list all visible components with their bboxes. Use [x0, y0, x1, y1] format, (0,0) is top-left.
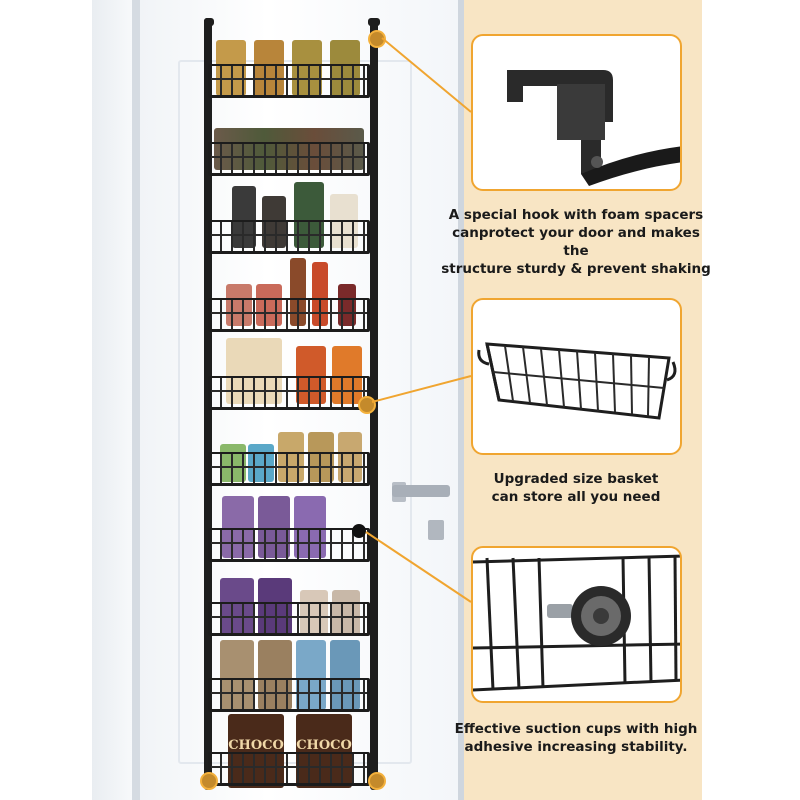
basket-4: [208, 298, 370, 332]
basket-6: [208, 452, 370, 486]
over-door-hook-icon: [507, 70, 680, 186]
caption-hook: A special hook with foam spacers canprot…: [440, 206, 712, 278]
basket-10: [208, 752, 370, 786]
basket-7: [208, 528, 370, 562]
leader-line-basket: [371, 375, 472, 403]
door-lock-icon: [428, 520, 444, 540]
callout-hook-image: [471, 34, 682, 191]
choco-label-right: CHOCO: [296, 738, 352, 753]
wire-basket-icon: [477, 342, 677, 420]
basket-2: [208, 142, 370, 176]
basket-5: [208, 376, 370, 410]
callout-basket-image: [471, 298, 682, 455]
basket-1: [208, 64, 370, 98]
door-edge: [458, 0, 464, 800]
bottom-joint-marker: [368, 772, 386, 790]
caption-hook-line-1: A special hook with foam spacers: [448, 207, 704, 223]
caption-basket-line-2: can store all you need: [491, 489, 661, 505]
caption-suction-line-1: Effective suction cups with high: [454, 721, 698, 737]
basket-3: [208, 220, 370, 254]
door-handle-icon: [392, 485, 450, 497]
caption-hook-line-3: structure sturdy & prevent shaking: [441, 261, 711, 277]
callout-suction-image: [471, 546, 682, 703]
choco-label-left: CHOCO: [228, 738, 284, 753]
basket-9: [208, 678, 370, 712]
leader-line-suction: [365, 531, 472, 603]
hook-joint-marker: [368, 30, 386, 48]
caption-basket-line-1: Upgraded size basket: [493, 471, 659, 487]
right-margin: [702, 0, 800, 800]
caption-suction-line-2: adhesive increasing stability.: [464, 739, 688, 755]
caption-basket: Upgraded size basket can store all you n…: [440, 470, 712, 506]
basket-joint-marker: [358, 396, 376, 414]
bottom-joint-marker: [200, 772, 218, 790]
left-margin: [0, 0, 92, 800]
door-frame: [92, 0, 132, 800]
door-frame-shadow: [132, 0, 140, 800]
hook-right: [368, 18, 380, 26]
caption-hook-line-2: canprotect your door and makes the: [452, 225, 700, 259]
suction-cup-icon: [473, 554, 680, 692]
suction-cup-icon: [352, 524, 366, 538]
caption-suction: Effective suction cups with high adhesiv…: [440, 720, 712, 756]
basket-8: [208, 602, 370, 636]
hook-left: [204, 18, 214, 26]
leader-line-hook: [381, 37, 472, 113]
